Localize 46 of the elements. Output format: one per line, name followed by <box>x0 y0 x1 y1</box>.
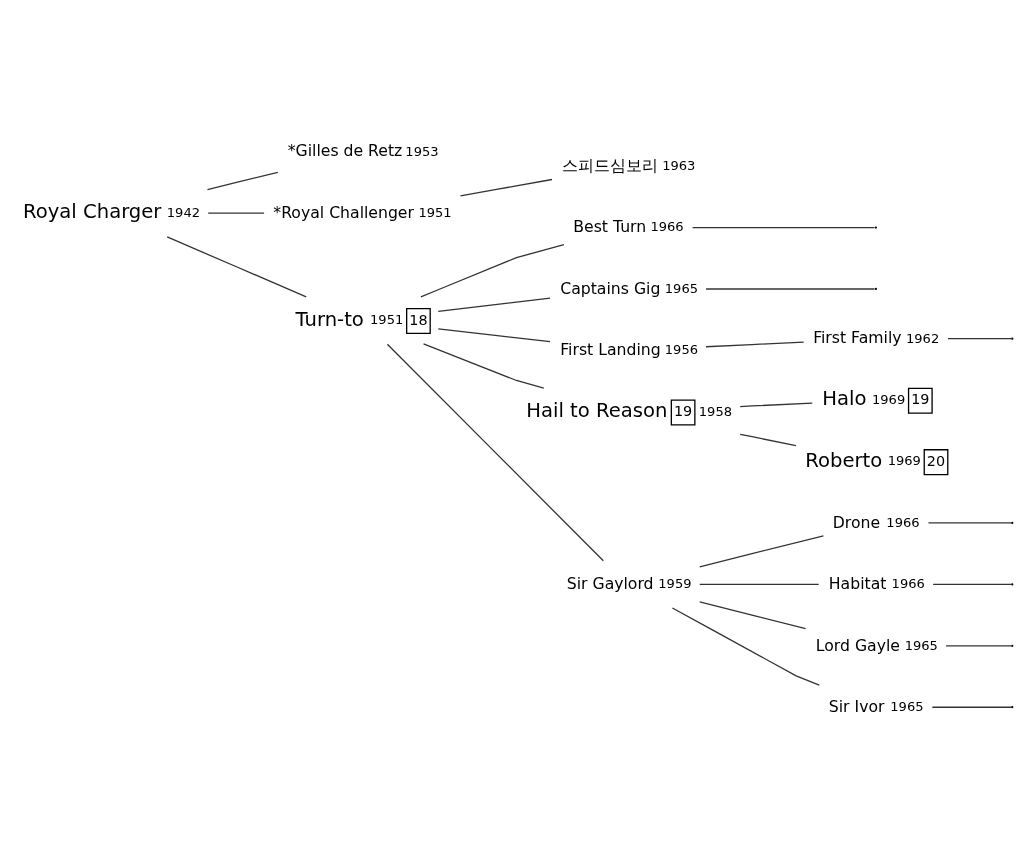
node-text: *Royal Challenger 1951 <box>273 202 452 222</box>
node-box: 20 <box>923 449 949 476</box>
connector <box>437 297 551 313</box>
node-text: 스피드심보리 1963 <box>561 155 696 175</box>
node-box: 19 <box>670 399 696 426</box>
connector <box>705 341 805 348</box>
node-label: 1958 <box>698 403 733 419</box>
node-text: Habitat 1966 <box>828 574 925 594</box>
connector <box>386 343 604 562</box>
node-label: Roberto <box>805 448 883 472</box>
connector <box>699 535 825 568</box>
node-label: Hail to Reason <box>526 399 668 423</box>
connector <box>931 706 1013 708</box>
node-text: Royal Charger 1942 <box>23 200 201 224</box>
node-text: Best Turn 1966 <box>573 217 684 237</box>
connector <box>420 244 565 298</box>
connector <box>459 178 553 197</box>
connector <box>166 236 307 298</box>
node-label: 1951 <box>370 312 404 328</box>
node-text: *Gilles de Retz 1953 <box>287 141 439 161</box>
node-box: 18 <box>406 307 431 335</box>
connector <box>739 402 813 408</box>
node-text: Drone 1966 <box>832 512 920 532</box>
connector <box>671 607 820 686</box>
connector <box>207 212 265 214</box>
connector <box>945 645 1013 647</box>
node-label: 1969 <box>887 453 921 469</box>
connector <box>739 433 797 447</box>
connector <box>422 343 545 389</box>
node-text: First Family 1962 <box>813 328 940 348</box>
connector <box>691 226 876 229</box>
node-text: Sir Gaylord 1959 <box>566 574 692 594</box>
connector <box>206 171 279 191</box>
node-text: Sir Ivor 1965 <box>828 696 924 716</box>
node-text: Captains Gig 1965 <box>560 278 699 298</box>
connector <box>705 288 876 290</box>
connector <box>699 601 807 630</box>
connector <box>699 583 820 586</box>
node-label: Halo <box>822 387 867 411</box>
connector <box>437 328 551 343</box>
node-label: Turn-to <box>295 307 364 331</box>
connector <box>947 338 1013 340</box>
node-text: First Landing 1956 <box>560 340 699 360</box>
node-label: 1969 <box>871 392 906 408</box>
node-box: 19 <box>907 387 933 414</box>
node-text: Lord Gayle 1965 <box>815 635 938 655</box>
